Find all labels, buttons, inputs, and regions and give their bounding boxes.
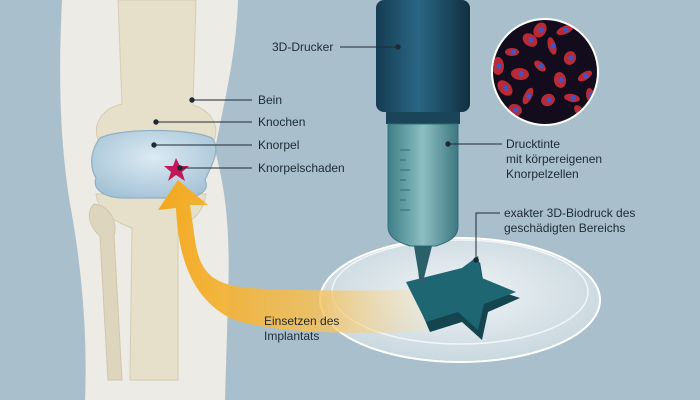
- cell-nucleus: [518, 71, 524, 77]
- cartilage: [91, 129, 217, 199]
- label-drucker: 3D-Drucker: [272, 40, 334, 54]
- label-biodruck: exakter 3D-Biodruck des geschädigten Ber…: [504, 206, 636, 235]
- printer-barrel: [376, 0, 470, 112]
- cell-nucleus: [568, 55, 574, 61]
- cell-nucleus: [550, 43, 556, 49]
- label-einsetzen: Einsetzen des Implantats: [264, 314, 340, 343]
- cell-nucleus: [570, 95, 576, 101]
- label-bein: Bein: [258, 93, 283, 107]
- cell-nucleus: [583, 73, 589, 79]
- cell-nucleus: [503, 85, 509, 91]
- cell-nucleus: [563, 27, 569, 33]
- cell-micrograph-icon: [491, 18, 599, 126]
- ink-syringe: [387, 123, 459, 247]
- damage-star-icon: [164, 158, 189, 181]
- leader-biodruck: [475, 212, 500, 260]
- cell-nucleus: [538, 63, 544, 69]
- cell-nucleus: [558, 77, 564, 83]
- cell-nucleus: [496, 63, 502, 69]
- label-drucktinte: Drucktinte mit körpereigenen Knorpelzell…: [506, 137, 603, 181]
- label-knorpel: Knorpel: [258, 138, 300, 152]
- label-knochen: Knochen: [258, 115, 306, 129]
- cell-nucleus: [546, 97, 552, 103]
- printed-implant: [406, 256, 516, 330]
- cell-nucleus: [538, 27, 544, 33]
- cell-nucleus: [513, 107, 519, 113]
- fibula-bone: [88, 203, 123, 381]
- cell-nucleus: [510, 49, 516, 55]
- print-nozzle: [414, 246, 432, 286]
- label-knorpelschaden: Knorpelschaden: [258, 161, 345, 175]
- cell-nucleus: [526, 93, 532, 99]
- insertion-arrow: [158, 180, 440, 333]
- cell-nucleus: [528, 37, 534, 43]
